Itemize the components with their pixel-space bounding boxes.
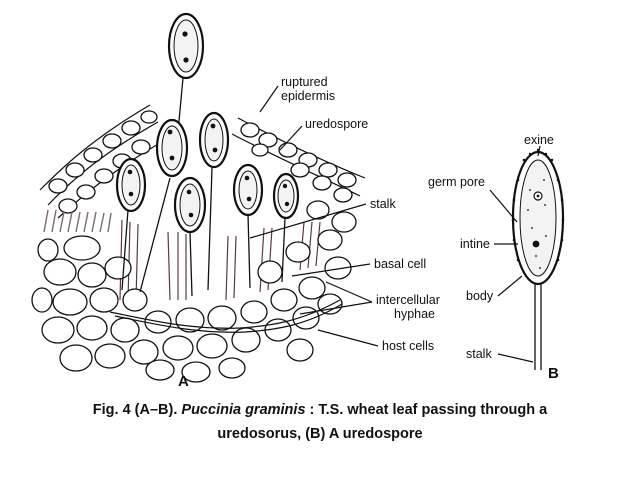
panel-b-leaders: [489, 145, 541, 363]
panel-b-letter: B: [548, 365, 559, 382]
uredospore-b: [511, 148, 565, 370]
label-uredospore: uredospore: [305, 117, 368, 131]
panel-a-letter: A: [178, 373, 189, 390]
panel-b-drawing: exine germ pore intine body stalk B: [428, 133, 565, 382]
label-intercellular: intercellular: [376, 293, 440, 307]
panel-a-leaders: [249, 85, 379, 347]
label-basal-cell: basal cell: [374, 257, 426, 271]
label-stalk-b: stalk: [466, 347, 492, 361]
label-host-cells: host cells: [382, 339, 434, 353]
caption-line-2: uredosorus, (B) A uredospore: [217, 426, 423, 442]
caption-line-1: Fig. 4 (A–B). Puccinia graminis : T.S. w…: [20, 398, 620, 422]
figure-caption: Fig. 4 (A–B). Puccinia graminis : T.S. w…: [20, 398, 620, 446]
left-epidermis: [39, 104, 166, 219]
caption-prefix: Fig. 4 (A–B).: [92, 402, 182, 418]
uredospores: [115, 12, 300, 297]
label-stalk-a: stalk: [370, 197, 396, 211]
label-germ-pore: germ pore: [428, 175, 485, 189]
label-intine: intine: [460, 237, 490, 251]
intercellular-hyphae: [109, 299, 343, 333]
right-epidermis: [231, 117, 366, 203]
label-ruptured: ruptured: [281, 75, 328, 89]
label-body: body: [466, 289, 494, 303]
panel-a-drawing: ruptured epidermis uredospore stalk basa…: [31, 12, 440, 390]
label-exine: exine: [524, 133, 554, 147]
caption-line1-rest: : T.S. wheat leaf passing through a: [305, 402, 548, 418]
label-epidermis: epidermis: [281, 89, 335, 103]
label-hyphae: hyphae: [394, 307, 435, 321]
caption-species: Puccinia graminis: [181, 402, 306, 418]
